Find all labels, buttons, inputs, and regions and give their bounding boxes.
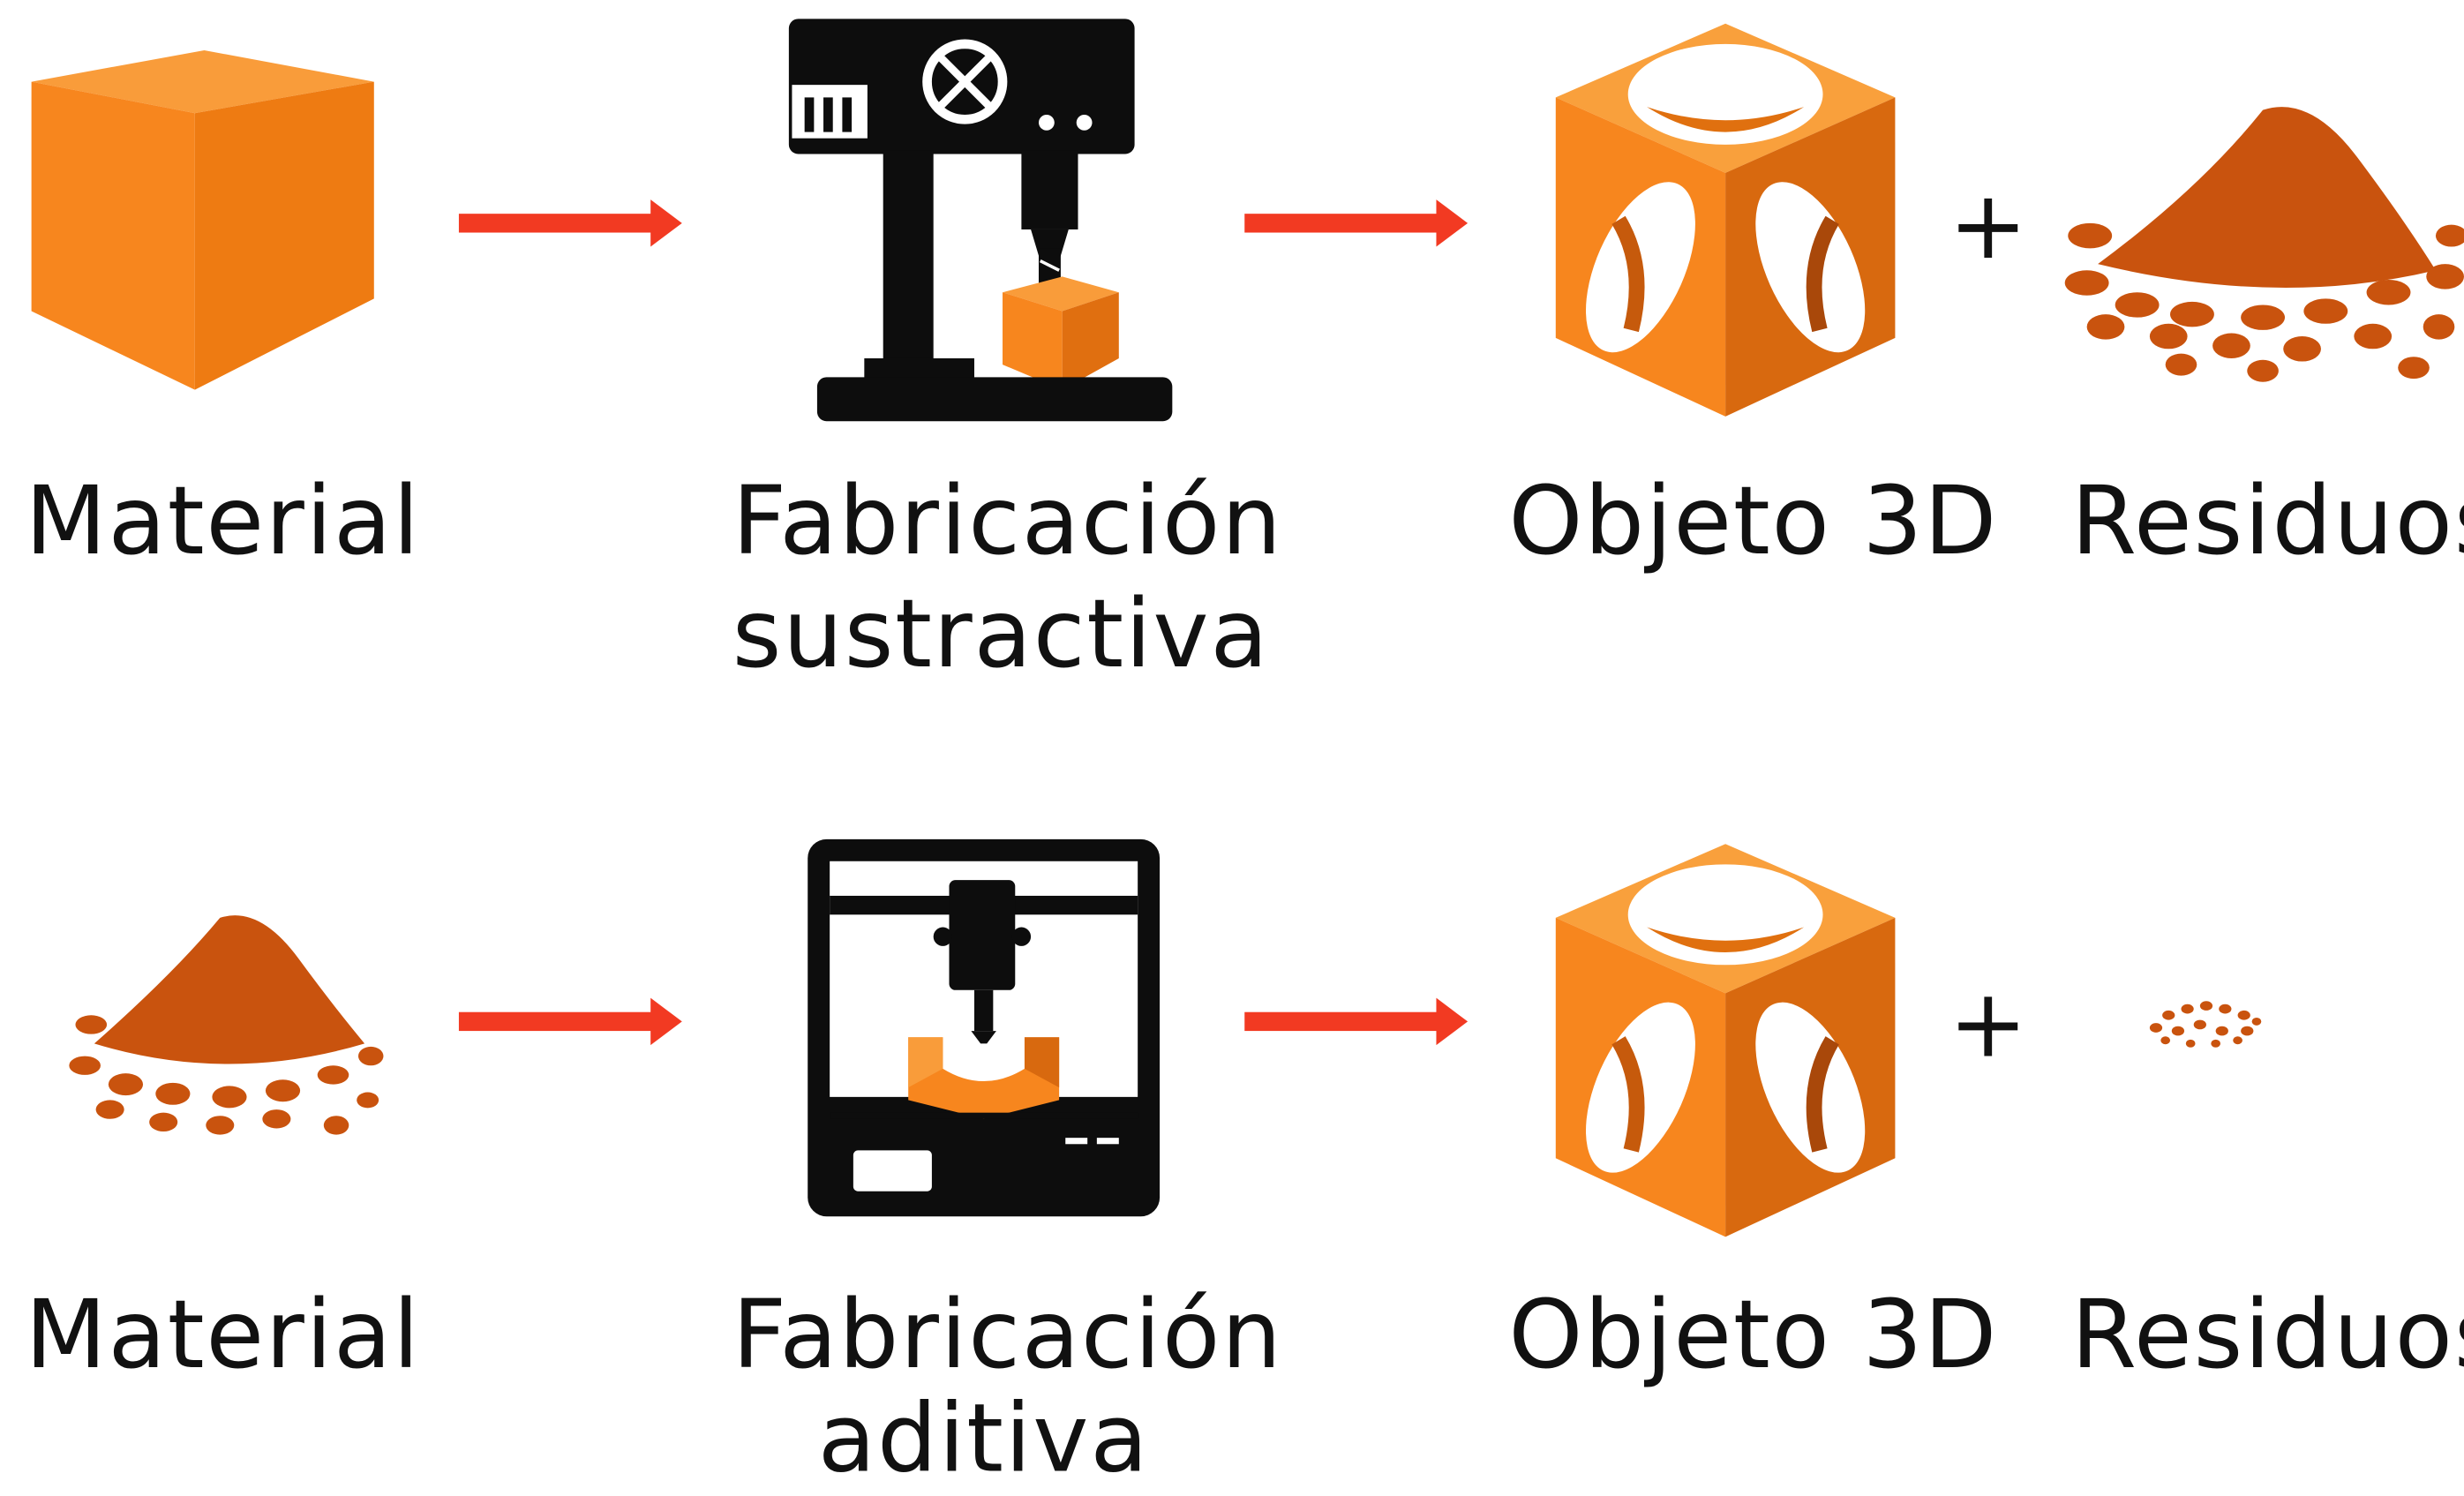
object-label: Objeto 3D	[1508, 466, 1999, 577]
drill-press-icon	[788, 19, 1173, 422]
process-sublabel: aditiva	[817, 1384, 1150, 1495]
plus-sign: +	[1948, 969, 2030, 1080]
waste-label: Residuos	[2070, 1281, 2464, 1391]
hollow-cube-icon	[1556, 24, 1896, 417]
plus-sign: +	[1948, 171, 2030, 282]
arrow-icon	[1244, 997, 1469, 1046]
process-label: Fabricación	[732, 466, 1283, 577]
powder-pile-icon	[69, 915, 384, 1135]
3d-printer-icon	[808, 838, 1161, 1217]
small-powder-pile-icon	[2149, 1001, 2262, 1048]
solid-cube-icon	[31, 49, 374, 390]
large-powder-pile-icon	[2064, 107, 2464, 382]
hollow-cube-icon	[1556, 844, 1896, 1237]
material-label: Material	[25, 1281, 421, 1391]
material-label: Material	[25, 466, 421, 577]
process-label: Fabricación	[732, 1281, 1283, 1391]
object-label: Objeto 3D	[1508, 1281, 1999, 1391]
waste-label: Residuos	[2070, 466, 2464, 577]
arrow-icon	[458, 199, 682, 247]
arrow-icon	[458, 997, 682, 1046]
process-sublabel: sustractiva	[732, 580, 1270, 690]
arrow-icon	[1244, 199, 1469, 247]
